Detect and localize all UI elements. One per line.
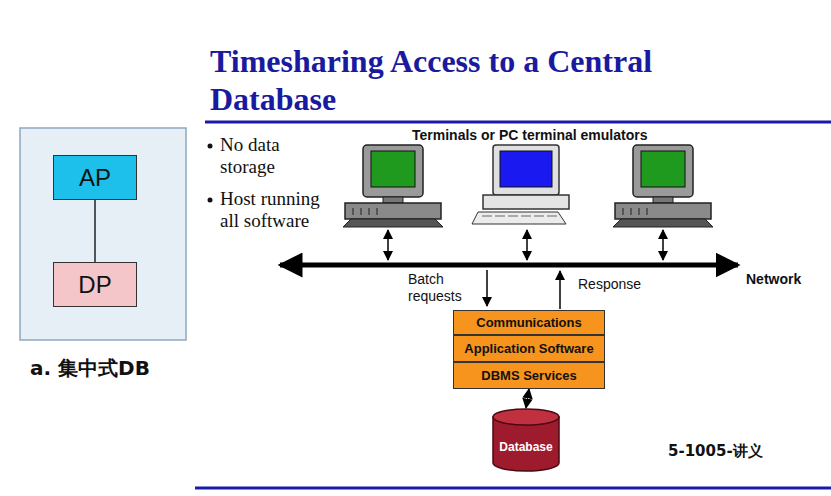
layer-box: DBMS Services — [453, 362, 605, 389]
node-text: DBMS Services — [481, 368, 576, 383]
connector — [94, 200, 96, 262]
slide-number: 5-1005-讲义 — [668, 442, 763, 461]
layer-box: Application Software — [453, 335, 605, 362]
node-text: DP — [78, 271, 111, 299]
arrow-label: Response — [578, 276, 641, 292]
terminal-link — [526, 230, 528, 260]
response-arrow — [559, 271, 561, 309]
bullet-text: No data storage — [220, 134, 338, 178]
bullet-dot — [208, 144, 213, 149]
node-text: Application Software — [464, 341, 593, 356]
connector — [526, 389, 529, 408]
terminal-computer — [472, 145, 569, 224]
slide-title: Timesharing Access to a Central Database — [210, 42, 780, 118]
node-text: Database — [499, 440, 552, 454]
panel-caption: a. 集中式DB — [30, 355, 150, 382]
left-panel — [20, 128, 186, 340]
terminal-computer — [613, 145, 713, 227]
database-cylinder: Database — [492, 408, 560, 472]
terminal-computer — [343, 145, 443, 227]
bullet-dot — [208, 198, 213, 203]
terminal-caption: Terminals or PC terminal emulators — [412, 127, 647, 143]
process-box: DP — [53, 262, 137, 307]
node-text: Communications — [476, 315, 581, 330]
arrow-label: Batch requests — [408, 271, 484, 305]
request-arrow — [486, 270, 488, 306]
bottom-rule — [195, 487, 831, 490]
title-rule — [205, 121, 831, 124]
node-text: AP — [79, 164, 111, 192]
process-box: AP — [53, 155, 137, 200]
bullet-text: Host running all software — [220, 188, 338, 232]
layer-box: Communications — [453, 310, 605, 335]
network-line — [280, 263, 738, 268]
terminal-link — [387, 230, 389, 260]
terminal-link — [662, 230, 664, 260]
network-label: Network — [746, 271, 801, 287]
